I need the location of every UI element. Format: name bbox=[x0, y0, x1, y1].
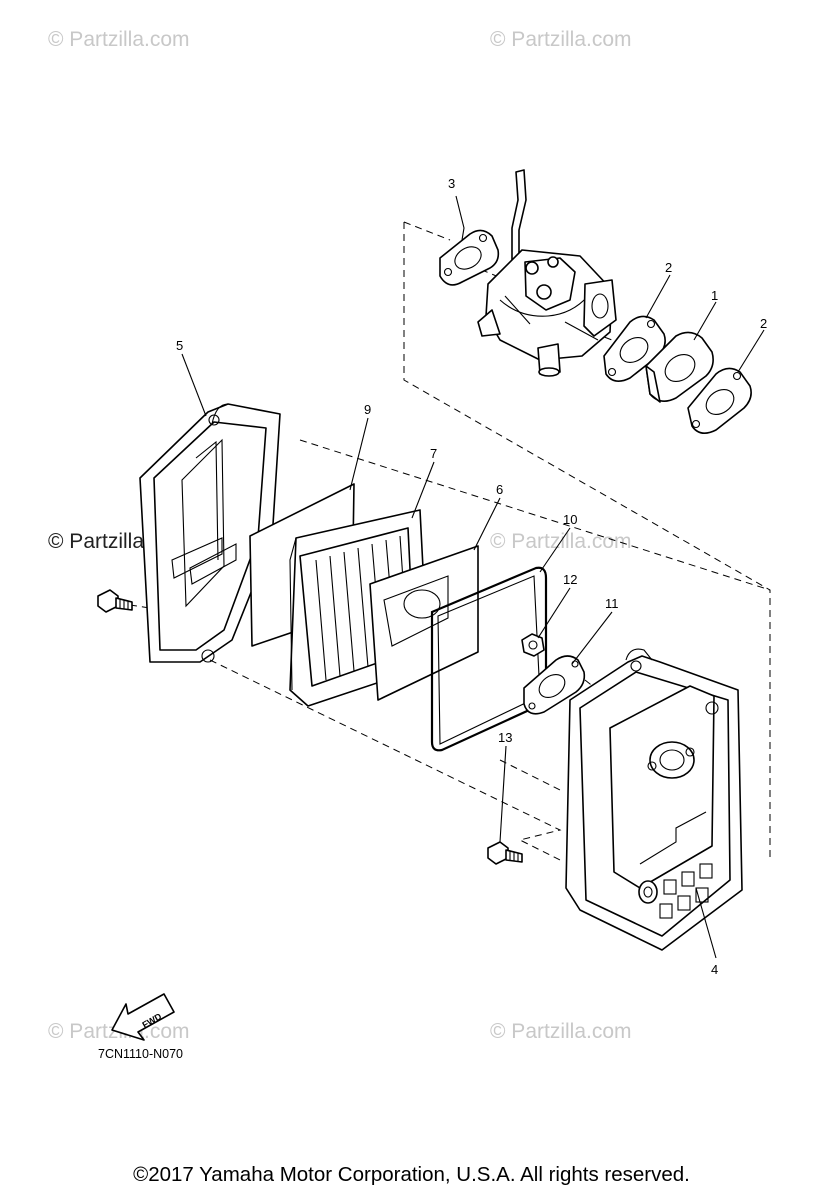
callout-4: 4 bbox=[711, 962, 718, 977]
callout-6: 6 bbox=[496, 482, 503, 497]
callout-10: 10 bbox=[563, 512, 577, 527]
callout-2-right: 2 bbox=[760, 316, 767, 331]
part-2-gasket-left bbox=[603, 315, 666, 382]
callout-1: 1 bbox=[711, 288, 718, 303]
callout-2-left: 2 bbox=[665, 260, 672, 275]
cover-vents bbox=[659, 863, 713, 919]
part-13-bolt bbox=[487, 841, 523, 865]
part-3-gasket bbox=[439, 229, 500, 286]
callout-5: 5 bbox=[176, 338, 183, 353]
callout-12: 12 bbox=[563, 572, 577, 587]
part-5-air-filter-case bbox=[139, 403, 281, 663]
drawing-code: 7CN1110-N070 bbox=[98, 1047, 183, 1061]
callout-7: 7 bbox=[430, 446, 437, 461]
part-4-cover bbox=[565, 648, 743, 951]
watermark-top-right: © Partzilla.com bbox=[490, 28, 632, 51]
callout-9: 9 bbox=[364, 402, 371, 417]
part-12-nut bbox=[521, 633, 545, 657]
watermark-bottom-right: © Partzilla.com bbox=[490, 1020, 632, 1043]
copyright-notice: ©2017 Yamaha Motor Corporation, U.S.A. A… bbox=[133, 1163, 690, 1186]
part-1-insulator bbox=[645, 331, 714, 403]
part-11-muffler-gasket bbox=[523, 655, 586, 715]
carburetor bbox=[477, 169, 617, 377]
callout-3: 3 bbox=[448, 176, 455, 191]
part-2-gasket-right bbox=[687, 367, 752, 434]
bolt-left bbox=[97, 589, 133, 613]
callout-13: 13 bbox=[498, 730, 512, 745]
callout-11: 11 bbox=[605, 596, 619, 611]
callout-leader-lines bbox=[181, 195, 765, 959]
part-6-element-gasket bbox=[369, 545, 479, 701]
watermark-top-left: © Partzilla.com bbox=[48, 28, 190, 51]
